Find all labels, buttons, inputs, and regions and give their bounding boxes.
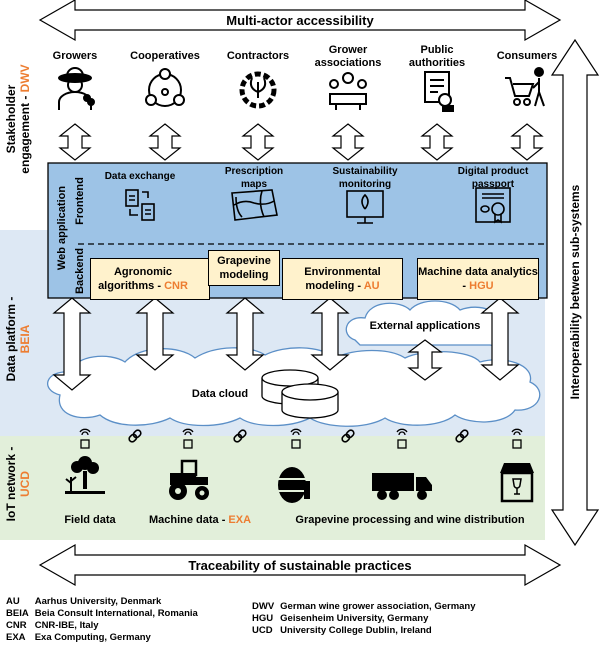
environmental-modeling-text: Environmental modeling - AU [304,266,381,292]
backend-label: Backend [74,248,86,294]
iot-network-label: IoT network - UCD [4,436,32,532]
stakeholder-engagement-label: Stakeholder engagement - DWV [4,59,32,179]
backend-agronomic-algorithms: Agronomic algorithms - CNR [90,258,210,300]
backend-grapevine-modeling: Grapevine modeling [208,250,280,286]
tractor-icon [169,459,209,500]
legend-right: DWV German wine grower association, Germa… [252,601,482,637]
official-document-icon [424,71,454,112]
wine-shop-icon [500,463,534,503]
right-double-arrow [550,38,600,547]
database-cylinders-icon [261,369,339,419]
legend-name: German wine grower association, Germany [280,601,476,612]
stakeholder-contractors: Contractors [226,50,290,62]
backend-environmental-modeling: Environmental modeling - AU [282,258,403,300]
frontend-digital-product-passport: Digital product passport [457,166,529,190]
legend-row: UCD University College Dublin, Ireland [252,625,482,637]
data-platform-partner: BEIA [18,324,32,354]
data-cloud-label: Data cloud [191,388,249,400]
grapevine-processing-label: Grapevine processing and wine distributi… [295,514,525,526]
legend-name: CNR-IBE, Italy [34,620,99,631]
agronomic-algorithms-text: Agronomic algorithms - CNR [98,266,188,292]
wine-barrel-icon [278,467,310,503]
platform-arrows [52,297,520,391]
gear-leaf-icon [239,71,277,109]
stakeholder-engagement-text: Stakeholder engagement - [4,84,32,174]
frontend-label: Frontend [74,177,86,225]
legend-name: University College Dublin, Ireland [280,625,432,636]
iot-network-text: IoT network - [4,446,18,522]
legend-row: EXA Exa Computing, Germany [6,632,204,644]
bottom-double-arrow [38,543,562,587]
data-platform-label: Data platform - BEIA [4,284,32,394]
legend-name: Exa Computing, Germany [34,632,151,643]
backend-machine-data-analytics: Machine data analytics - HGU [417,258,539,300]
stakeholder-partner: DWV [18,64,32,93]
legend-name: Beia Consult International, Romania [34,608,198,619]
stakeholder-arrows [58,123,544,161]
interoperability-label: Interoperability between sub-systems [568,184,582,400]
legend-abbr: UCD [252,625,273,636]
external-applications-label: External applications [369,320,481,332]
legend-abbr: AU [6,596,20,607]
legend-abbr: BEIA [6,608,29,619]
frontend-prescription-maps: Prescription maps [224,166,284,190]
documents-exchange-icon [125,189,155,221]
frontend-sustainability-monitoring: Sustainability monitoring [332,166,398,190]
legend-row: HGU Geisenheim University, Germany [252,613,482,625]
map-icon [231,189,278,221]
legend-left: AU Aarhus University, Denmark BEIA Beia Co… [6,596,204,644]
legend-row: CNR CNR-IBE, Italy [6,620,204,632]
traceability-label: Traceability of sustainable practices [188,558,412,573]
field-data-icon [65,456,105,494]
legend-abbr: EXA [6,632,26,643]
monitor-leaf-icon [346,190,384,224]
top-double-arrow [38,0,562,42]
truck-icon [372,473,432,500]
certificate-icon [475,187,511,224]
field-data-label: Field data [64,514,116,526]
legend-row: DWV German wine grower association, Germa… [252,601,482,613]
legend-name: Geisenheim University, Germany [280,613,429,624]
network-people-icon [145,68,185,107]
link-icons [128,429,469,443]
shopping-cart-icon [505,67,545,107]
meeting-icon [329,72,367,110]
data-platform-text: Data platform - [4,296,18,382]
frontend-data-exchange: Data exchange [104,171,176,182]
stakeholder-public-authorities: Public authorities [408,44,466,69]
iot-sensor-icons [79,428,523,449]
iot-network-partner: UCD [18,471,32,497]
stakeholder-consumers: Consumers [496,50,558,62]
web-application-label: Web application [56,185,68,271]
stakeholder-growers: Growers [52,50,98,62]
stakeholder-grower-associations: Grower associations [314,44,382,69]
legend-row: AU Aarhus University, Denmark [6,596,204,608]
legend-abbr: CNR [6,620,27,631]
legend-abbr: DWV [252,601,275,612]
legend-abbr: HGU [252,613,274,624]
multi-actor-accessibility-label: Multi-actor accessibility [226,13,374,28]
legend-row: BEIA Beia Consult International, Romania [6,608,204,620]
iot-band [0,436,545,540]
machine-data-label: Machine data - EXA [148,514,252,526]
machine-data-analytics-text: Machine data analytics - HGU [418,266,538,292]
stakeholder-cooperatives: Cooperatives [130,50,200,62]
legend-name: Aarhus University, Denmark [34,596,162,607]
farmer-icon [58,67,95,110]
